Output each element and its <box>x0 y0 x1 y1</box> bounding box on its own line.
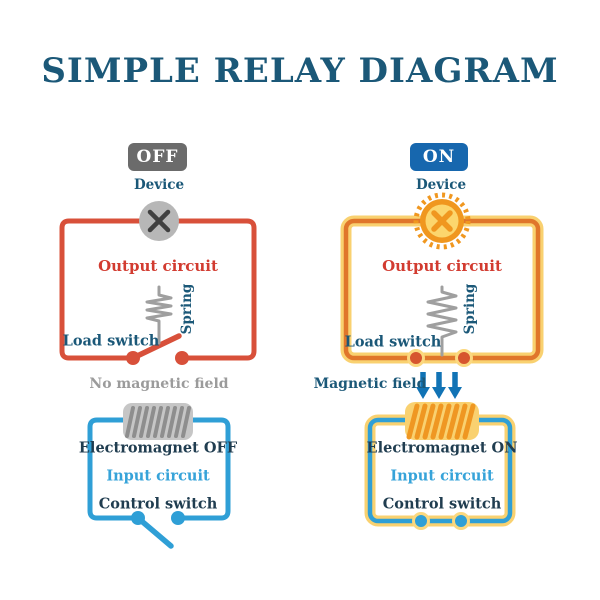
on-control-switch-contacts <box>412 512 470 530</box>
on-spring-icon <box>426 285 458 357</box>
on-control-switch-label: Control switch <box>382 495 502 513</box>
on-device-label: Device <box>415 177 467 193</box>
on-bulb-icon <box>413 192 471 250</box>
off-electromagnet-icon <box>123 403 193 440</box>
off-input-circuit-label: Input circuit <box>106 467 210 485</box>
off-field-label: No magnetic field <box>89 376 229 392</box>
off-load-switch-icon <box>126 333 189 365</box>
off-state-badge: OFF <box>128 143 187 171</box>
on-electromagnet-label: Electromagnet ON <box>366 439 518 457</box>
off-output-circuit-label: Output circuit <box>98 257 218 275</box>
page-title: SIMPLE RELAY DIAGRAM <box>41 51 559 91</box>
on-input-circuit-label: Input circuit <box>390 467 494 485</box>
on-electromagnet-icon <box>405 402 479 440</box>
off-device-label: Device <box>133 177 185 193</box>
on-spring-label: Spring <box>462 283 478 335</box>
on-field-label: Magnetic field <box>313 376 427 392</box>
off-electromagnet-label: Electromagnet OFF <box>78 439 238 457</box>
off-load-switch-label: Load switch <box>62 332 160 350</box>
off-spring-label: Spring <box>179 283 195 335</box>
on-output-circuit-label: Output circuit <box>382 257 502 275</box>
off-control-switch-icon <box>131 511 185 549</box>
off-device-icon <box>139 201 179 241</box>
off-spring-icon <box>145 285 173 345</box>
on-load-switch-contacts <box>407 349 473 367</box>
magnetic-field-arrows-icon <box>416 372 462 399</box>
on-load-switch-label: Load switch <box>344 333 442 351</box>
off-control-switch-label: Control switch <box>98 495 218 513</box>
on-state-badge: ON <box>410 143 468 171</box>
